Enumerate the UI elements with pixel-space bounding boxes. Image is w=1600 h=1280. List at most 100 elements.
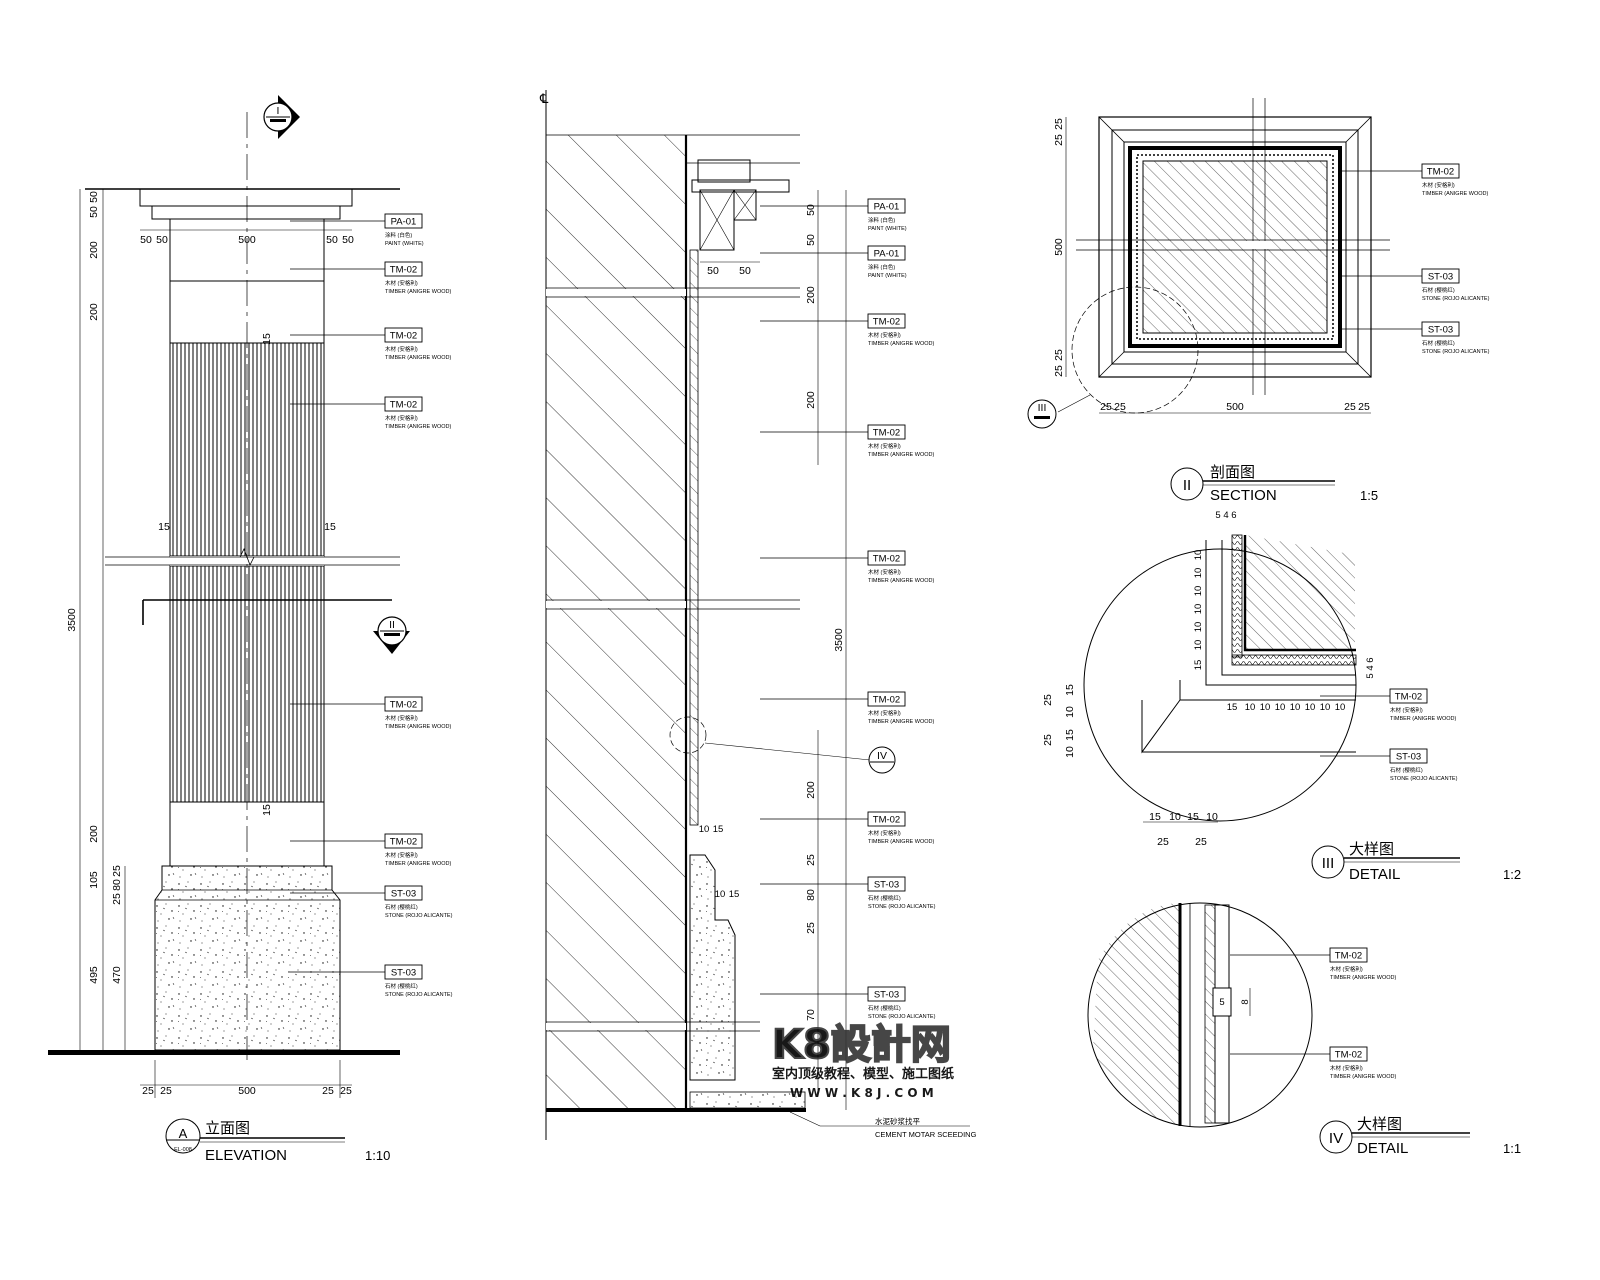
svg-text:10: 10 xyxy=(1193,640,1204,651)
material-tag-code: TM-02 xyxy=(873,317,900,328)
concrete-core xyxy=(1142,160,1328,334)
material-tag-cn: 石材 (樱桃红) xyxy=(1422,286,1455,294)
svg-text:10: 10 xyxy=(1320,702,1331,713)
svg-text:10: 10 xyxy=(1290,702,1301,713)
elevation-title-en: ELEVATION xyxy=(205,1147,287,1164)
svg-text:200: 200 xyxy=(88,241,100,259)
svg-text:495: 495 xyxy=(88,966,100,984)
material-tag-code: TM-02 xyxy=(1395,692,1422,703)
material-tag-cn: 木材 (安格利) xyxy=(868,331,901,339)
svg-text:10: 10 xyxy=(1305,702,1316,713)
material-tag-cn: 涂料 (白色) xyxy=(385,231,412,239)
detail-four-marker: IV xyxy=(868,746,896,774)
svg-text:DETAIL: DETAIL xyxy=(1349,866,1400,883)
svg-text:70: 70 xyxy=(805,1009,817,1021)
material-tag-code: TM-02 xyxy=(1427,167,1454,178)
svg-text:1:1: 1:1 xyxy=(1503,1141,1521,1156)
svg-text:II: II xyxy=(1183,477,1191,494)
elevation-callout-letter: A xyxy=(179,1126,188,1141)
svg-text:50: 50 xyxy=(140,234,152,246)
material-tag-en: TIMBER (ANIGRE WOOD) xyxy=(868,578,934,584)
svg-text:25: 25 xyxy=(1114,401,1126,413)
svg-text:DETAIL: DETAIL xyxy=(1357,1140,1408,1157)
svg-text:25: 25 xyxy=(111,865,123,877)
svg-text:25: 25 xyxy=(1100,401,1112,413)
svg-text:470: 470 xyxy=(111,966,123,984)
svg-text:200: 200 xyxy=(805,286,817,304)
material-tag-cn: 木材 (安格利) xyxy=(385,345,418,353)
section-two-bottom-dims: 25 25 500 25 25 xyxy=(1099,401,1371,414)
material-tag-code: TM-02 xyxy=(390,837,417,848)
section-marker-mid-label: II xyxy=(389,619,395,631)
svg-text:500: 500 xyxy=(238,234,256,246)
svg-text:25: 25 xyxy=(1053,365,1065,377)
material-tag-code: TM-02 xyxy=(873,695,900,706)
detail-three-marker: III xyxy=(1027,399,1057,429)
material-tag-code: ST-03 xyxy=(1396,752,1421,763)
svg-text:25: 25 xyxy=(340,1085,352,1097)
svg-text:15: 15 xyxy=(1149,811,1161,823)
material-tag-en: TIMBER (ANIGRE WOOD) xyxy=(868,452,934,458)
svg-text:大样图: 大样图 xyxy=(1349,841,1394,858)
section-marker-mid: II xyxy=(142,599,410,654)
detail-four-title: IV 大样图 DETAIL 1:1 xyxy=(1319,1116,1521,1157)
material-tag-en: TIMBER (ANIGRE WOOD) xyxy=(1422,191,1488,197)
svg-text:15: 15 xyxy=(261,333,273,345)
svg-text:IV: IV xyxy=(877,750,887,762)
material-tag-en: TIMBER (ANIGRE WOOD) xyxy=(1390,716,1456,722)
material-tag-en: STONE (ROJO ALICANTE) xyxy=(385,992,453,998)
material-tag-cn: 木材 (安格利) xyxy=(1390,706,1423,714)
floor-line xyxy=(48,1050,400,1055)
capital-lower xyxy=(151,205,341,220)
material-tag-code: ST-03 xyxy=(1428,325,1453,336)
svg-text:50: 50 xyxy=(707,265,719,277)
svg-text:10: 10 xyxy=(1335,702,1346,713)
material-tag-en: TIMBER (ANIGRE WOOD) xyxy=(385,861,451,867)
material-tag-code: TM-02 xyxy=(390,265,417,276)
svg-text:15: 15 xyxy=(158,521,170,533)
material-tag-code: TM-02 xyxy=(1335,951,1362,962)
svg-text:50: 50 xyxy=(805,234,817,246)
svg-text:25: 25 xyxy=(1344,401,1356,413)
svg-text:200: 200 xyxy=(805,391,817,409)
timber-cladding xyxy=(689,249,699,826)
svg-text:25: 25 xyxy=(1053,118,1065,130)
material-tag-en: TIMBER (ANIGRE WOOD) xyxy=(385,289,451,295)
material-tag-code: TM-02 xyxy=(873,554,900,565)
centerline-symbol: ℄ xyxy=(539,91,549,106)
svg-text:500: 500 xyxy=(238,1085,256,1097)
svg-text:15: 15 xyxy=(713,824,724,835)
svg-text:10: 10 xyxy=(1193,622,1204,633)
svg-text:25: 25 xyxy=(1053,349,1065,361)
svg-text:10: 10 xyxy=(1275,702,1286,713)
svg-text:SECTION: SECTION xyxy=(1210,487,1277,504)
material-tag-cn: 木材 (安格利) xyxy=(1330,965,1363,973)
svg-text:25: 25 xyxy=(142,1085,154,1097)
elevation-view: I II 50 50 500 50 50 25 25 500 xyxy=(48,95,410,1164)
svg-text:10: 10 xyxy=(1245,702,1256,713)
svg-text:25: 25 xyxy=(1195,836,1207,848)
section-two-left-dims: 25 25 500 25 25 xyxy=(1053,117,1067,377)
material-tag-cn: 石材 (樱桃红) xyxy=(1390,766,1423,774)
material-tag-cn: 石材 (樱桃红) xyxy=(1422,339,1455,347)
svg-text:10: 10 xyxy=(1193,568,1204,579)
svg-text:10: 10 xyxy=(715,889,726,900)
elevation-title-cn: 立面图 xyxy=(205,1120,250,1137)
material-tag-code: PA-01 xyxy=(874,202,900,213)
svg-text:10: 10 xyxy=(1206,811,1218,823)
svg-text:8: 8 xyxy=(1240,999,1251,1004)
material-tag-en: STONE (ROJO ALICANTE) xyxy=(1390,776,1458,782)
svg-text:25: 25 xyxy=(805,922,817,934)
material-tag-en: PAINT (WHITE) xyxy=(868,273,907,279)
section-marker-top-label: I xyxy=(277,105,280,117)
svg-text:50: 50 xyxy=(326,234,338,246)
material-tag-code: TM-02 xyxy=(873,428,900,439)
material-tag-cn: 木材 (安格利) xyxy=(1422,181,1455,189)
svg-text:50: 50 xyxy=(156,234,168,246)
